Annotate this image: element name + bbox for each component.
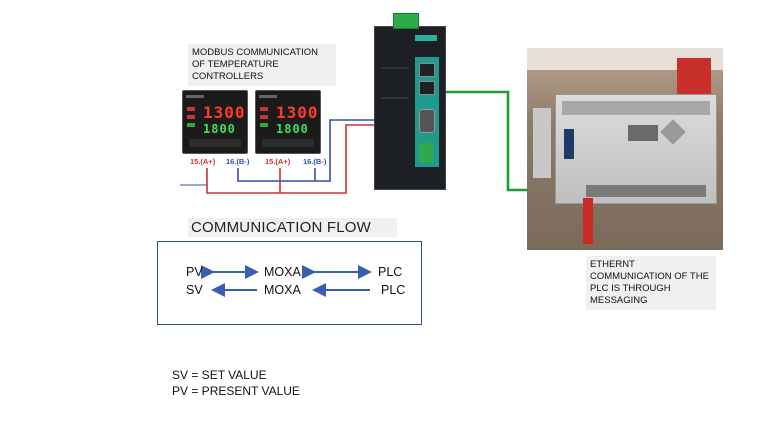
temperature-controller-1: 1300 1800 [182, 90, 248, 154]
flow-row-2-right: PLC [381, 283, 406, 297]
plc-lcd [628, 125, 658, 141]
legend-pv: PV = PRESENT VALUE [172, 384, 300, 398]
controller-1-sv-display: 1800 [203, 122, 236, 136]
legend: SV = SET VALUE PV = PRESENT VALUE [172, 367, 300, 399]
terminal-label-b2: 16.(B-) [303, 157, 327, 166]
modbus-caption-line-3: CONTROLLERS [192, 71, 264, 82]
modbus-caption-line-2: OF TEMPERATURE [192, 59, 279, 70]
plc-ethernet-cable [583, 198, 593, 244]
moxa-ethernet-port [419, 63, 435, 77]
ethernet-caption-line-4: MESSAGING [590, 295, 648, 306]
plc-photo [527, 48, 723, 250]
modbus-caption: MODBUS COMMUNICATION OF TEMPERATURE CONT… [188, 44, 336, 86]
flow-row-1-mid: MOXA [264, 265, 301, 279]
temperature-controller-2: 1300 1800 [255, 90, 321, 154]
flow-title: COMMUNICATION FLOW [188, 218, 397, 237]
flow-row-2-left: SV [186, 283, 203, 297]
ethernet-caption-line-1: ETHERNT [590, 259, 635, 270]
terminal-label-a1: 15.(A+) [190, 157, 216, 166]
rs485-b-wire [237, 119, 415, 182]
moxa-terminal-block [393, 13, 419, 29]
modbus-caption-line-1: MODBUS COMMUNICATION [192, 47, 318, 58]
flow-row-1-left: PV [186, 265, 203, 279]
terminal-label-b1: 16.(B-) [226, 157, 250, 166]
flow-row-1-right: PLC [378, 265, 403, 279]
ethernet-caption-line-3: PLC IS THROUGH [590, 283, 671, 294]
controller-1-pv-display: 1300 [203, 103, 246, 122]
ethernet-caption-line-2: COMMUNICATION OF THE [590, 271, 709, 282]
controller-2-pv-display: 1300 [276, 103, 319, 122]
terminal-label-a2: 15.(A+) [265, 157, 291, 166]
legend-sv: SV = SET VALUE [172, 368, 267, 382]
flow-row-2-mid: MOXA [264, 283, 301, 297]
moxa-gateway [374, 13, 446, 190]
moxa-serial-port [419, 109, 435, 133]
controller-2-sv-display: 1800 [276, 122, 309, 136]
flow-box [157, 241, 422, 325]
ethernet-caption: ETHERNT COMMUNICATION OF THE PLC IS THRO… [586, 256, 716, 310]
plc-unit [555, 94, 717, 204]
